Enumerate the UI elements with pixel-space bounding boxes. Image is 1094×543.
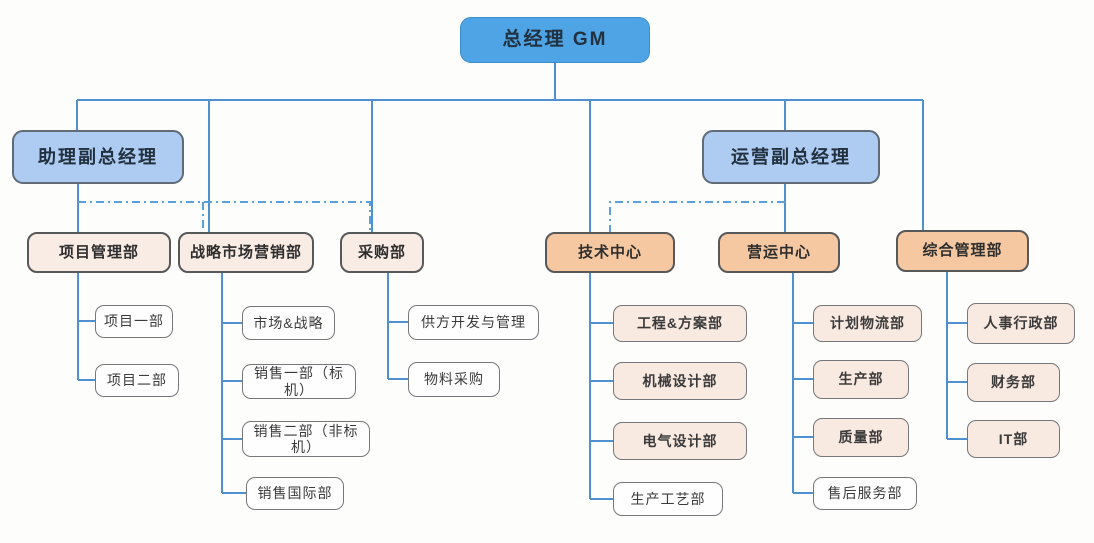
node-general-mgmt-dept: 综合管理部: [896, 230, 1029, 272]
node-tech-center: 技术中心: [545, 232, 675, 273]
node-sales-dept-1-standard: 销售一部（标机）: [242, 364, 356, 399]
node-project-mgmt-dept: 项目管理部: [27, 232, 171, 273]
node-market-strategy: 市场&战略: [242, 306, 335, 340]
node-supplier-dev-mgmt: 供方开发与管理: [408, 305, 539, 340]
node-purchasing-dept: 采购部: [340, 232, 424, 273]
node-engineering-solutions-dept: 工程&方案部: [613, 305, 747, 342]
node-general-manager: 总经理 GM: [460, 17, 650, 63]
node-assistant-deputy-gm: 助理副总经理: [12, 130, 184, 184]
node-international-sales-dept: 销售国际部: [246, 477, 344, 510]
node-finance-dept: 财务部: [967, 363, 1060, 402]
trunk-general-mgmt: [946, 272, 967, 440]
trunk-strategic-marketing: [221, 273, 246, 494]
trunk-ops-center: [792, 273, 813, 494]
trunk-tech-center: [589, 273, 613, 500]
node-electrical-design-dept: 电气设计部: [613, 422, 747, 460]
node-production-process-dept: 生产工艺部: [613, 482, 723, 516]
node-material-purchasing: 物料采购: [408, 362, 500, 397]
node-aftersales-service-dept: 售后服务部: [813, 477, 917, 510]
node-project-dept-1: 项目一部: [95, 305, 173, 338]
node-operations-deputy-gm: 运营副总经理: [702, 130, 880, 184]
trunk-purchasing: [387, 273, 408, 380]
node-it-dept: IT部: [967, 420, 1060, 458]
node-mechanical-design-dept: 机械设计部: [613, 362, 747, 400]
node-quality-dept: 质量部: [813, 418, 909, 457]
dashdot-assistant-to-purchasing: [78, 201, 371, 232]
dashdot-operations-to-tech-center: [609, 201, 785, 232]
node-hr-admin-dept: 人事行政部: [967, 303, 1075, 344]
node-project-dept-2: 项目二部: [95, 364, 179, 397]
node-sales-dept-2-nonstandard: 销售二部（非标机）: [242, 421, 370, 457]
node-planning-logistics-dept: 计划物流部: [813, 305, 922, 342]
node-ops-center: 营运中心: [718, 232, 840, 273]
node-strategic-marketing-dept: 战略市场营销部: [178, 232, 314, 273]
trunk-project-mgmt: [77, 273, 95, 381]
node-production-dept: 生产部: [813, 360, 909, 399]
